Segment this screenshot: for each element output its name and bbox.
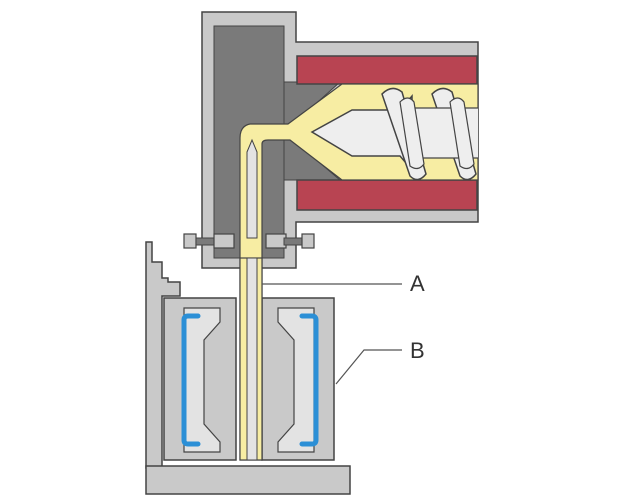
label-a: A	[410, 271, 425, 296]
mold-cavity-left	[183, 307, 221, 453]
nozzle-pin	[246, 138, 258, 239]
leader-line-b	[335, 349, 402, 385]
clamp-right	[265, 233, 315, 249]
screw-flight-front-1	[399, 97, 425, 170]
sprue-core-pin	[246, 257, 258, 461]
clamp-left	[183, 233, 235, 249]
heater-band-bottom	[296, 179, 478, 211]
label-b: B	[410, 338, 425, 363]
mold-base-plate	[145, 465, 351, 495]
cooling-channel-left	[181, 313, 201, 447]
heater-band-top	[296, 55, 478, 85]
screw-flight-front-2	[449, 97, 475, 170]
cooling-channel-right	[299, 313, 319, 447]
